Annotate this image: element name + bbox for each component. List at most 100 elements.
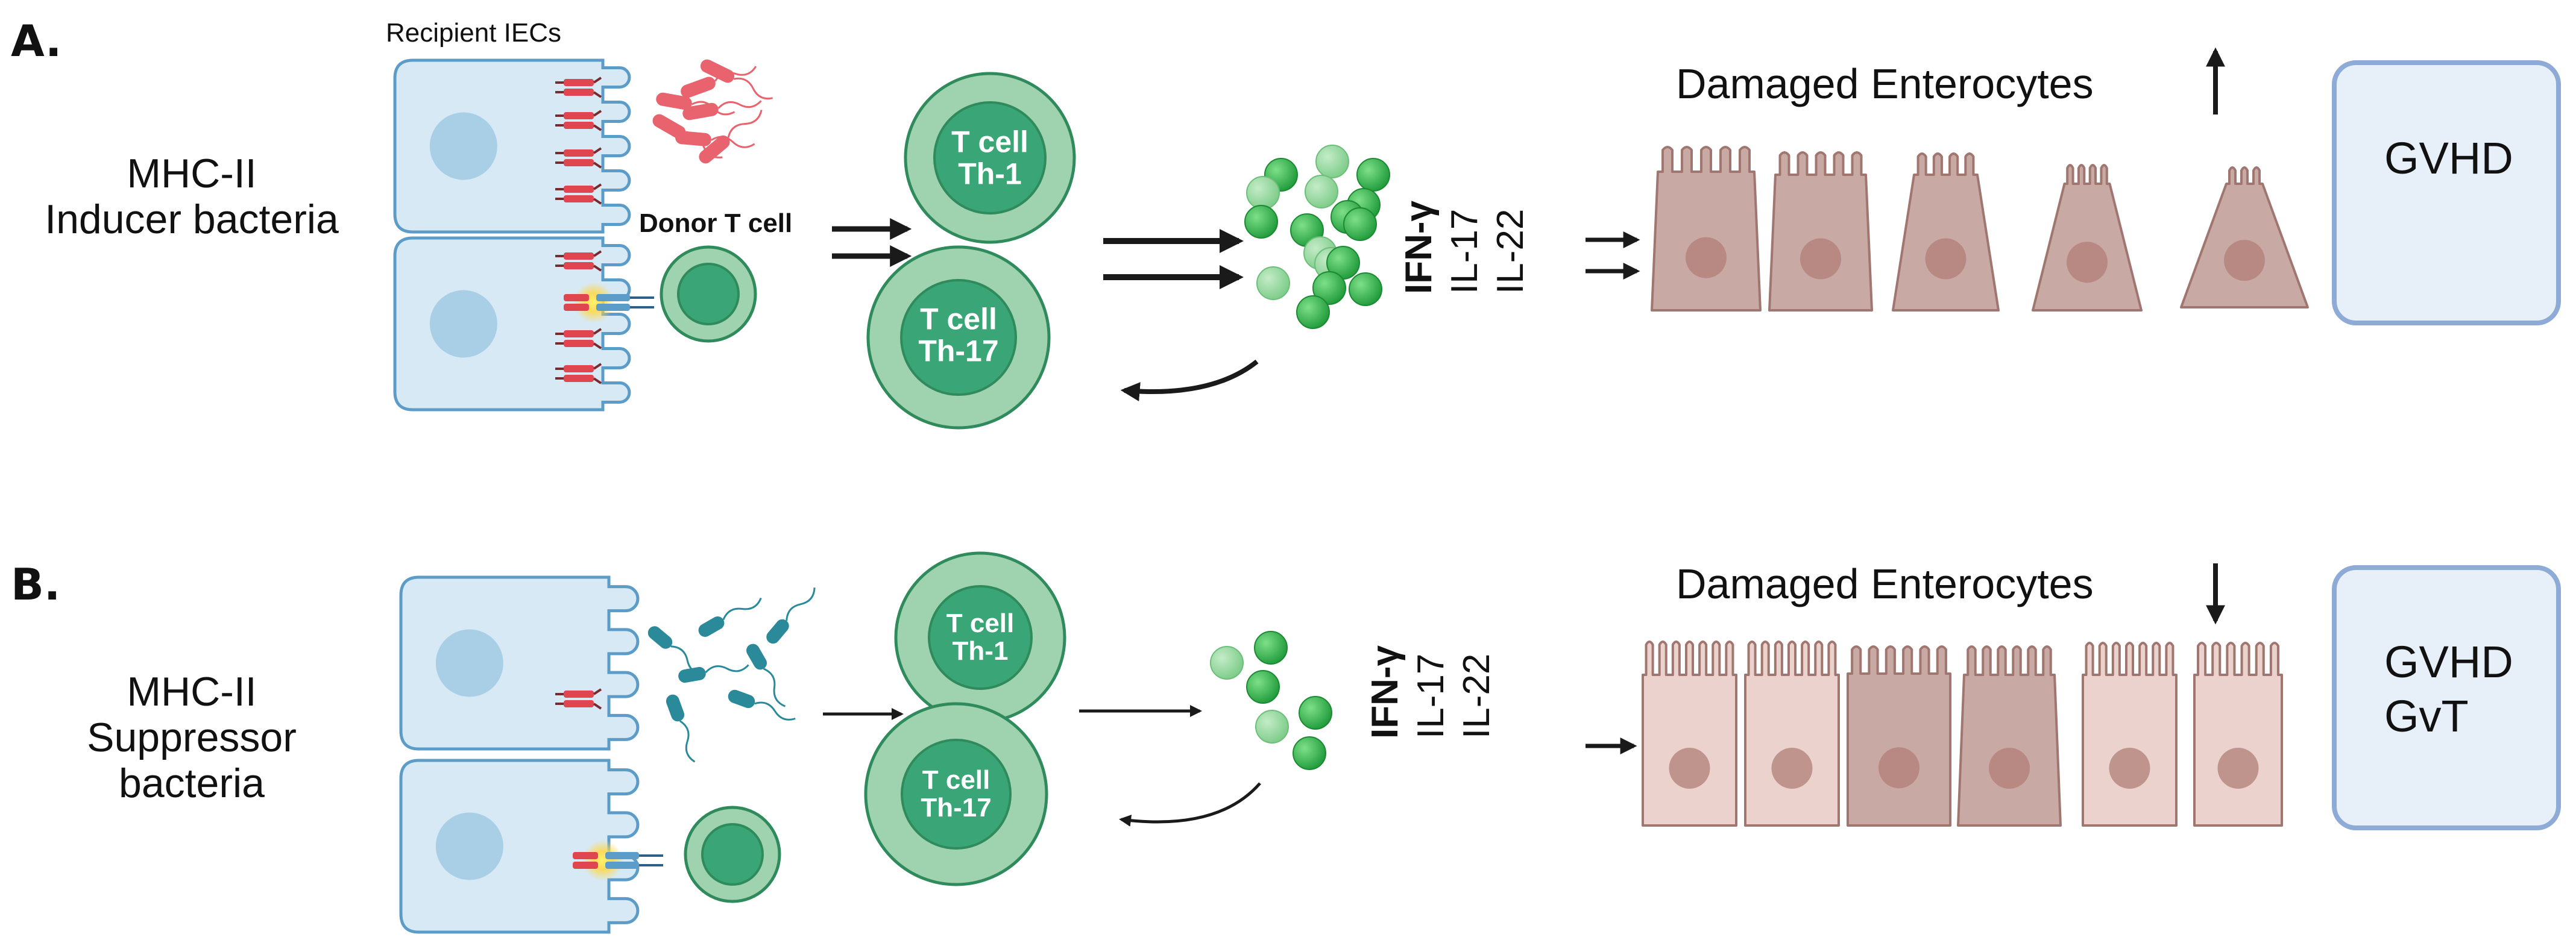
mhc-a-top-1-tip2 — [593, 124, 602, 131]
mhc-a-bot-1-tip2 — [593, 342, 602, 349]
iec-b-bottom — [399, 759, 639, 934]
suppressor-bacterium-2-body — [746, 644, 767, 670]
synapse-a — [564, 282, 654, 323]
mhc-a-bot-0 — [555, 250, 602, 272]
mhc-a-top-0 — [555, 77, 602, 98]
cytokine-bead-b-3 — [1299, 696, 1332, 730]
suppressor-bacterium-1 — [698, 597, 762, 637]
enterocyte-b-1-nucleus — [1669, 748, 1710, 789]
intestinal-epithelial-cells — [393, 58, 663, 934]
cytokine-bead-a-16 — [1296, 295, 1330, 329]
synapse-b — [573, 840, 663, 881]
enterocyte-a-5 — [2180, 166, 2309, 309]
mhc-a-bot-1-b — [564, 340, 594, 347]
enterocyte-a-1-nucleus — [1686, 237, 1727, 278]
inducer-bacterium-3 — [682, 100, 762, 121]
mhc-a-top-2-tip1 — [593, 147, 602, 154]
suppressor-bacterium-4-flagellum — [754, 701, 796, 721]
mhc-a-top-0-tip2 — [593, 91, 602, 98]
mhc-a-top-1-tip1 — [593, 110, 602, 117]
mhc-b-top-0 — [555, 688, 602, 710]
mhc-a-bot-2-tip1 — [593, 363, 602, 370]
enterocyte-b-4-nucleus — [1989, 748, 2030, 789]
mhc-a-top-3-b — [564, 195, 594, 202]
inducer-bacterium-1-body — [681, 77, 716, 98]
enterocyte-b-6 — [2193, 642, 2283, 827]
tcell-th1-label-a: T cell Th-1 — [951, 125, 1028, 190]
synapse-b-tcr-a — [605, 852, 639, 859]
iec-b-bottom-nucleus — [435, 812, 503, 880]
enterocyte-a-5-body — [2180, 166, 2309, 309]
suppressor-bacterium-4-body — [728, 689, 755, 709]
enterocyte-b-5-nucleus — [2109, 748, 2150, 789]
enterocyte-b-1-body — [1642, 640, 1737, 827]
mhc-a-bot-2-tip2 — [593, 377, 602, 384]
cytokine-bead-a-13 — [1256, 266, 1290, 300]
synapse-b-tcr-b — [605, 862, 639, 869]
feedback-arrow-a — [1120, 359, 1259, 402]
iec-a-bottom-nucleus — [429, 290, 497, 358]
suppressor-bacterium-1-body — [698, 616, 725, 637]
cytokine-bead-a-2 — [1356, 158, 1390, 192]
cytokine-bead-a-3 — [1246, 176, 1280, 210]
enterocyte-b-2 — [1744, 640, 1840, 827]
iec-a-top — [393, 58, 631, 234]
inducer-bacterium-3-body — [682, 102, 719, 121]
mhc-a-top-2-b — [564, 159, 594, 166]
tcell-th17-label-b: T cell Th-17 — [921, 765, 992, 822]
mhc-b-top-0-tip2 — [593, 703, 602, 710]
mhc-a-top-3-tip1 — [593, 183, 602, 190]
mhc-a-top-0-tip1 — [593, 77, 602, 84]
tcell-th1-a-nucleus — [933, 101, 1047, 215]
inducer-bacterium-0-body — [700, 59, 735, 83]
mhc-a-bot-2-a — [564, 365, 594, 372]
inducer-bacterium-6-body — [675, 131, 711, 146]
enterocyte-b-3 — [1847, 645, 1951, 827]
donor-t-cell-label: Donor T cell — [639, 208, 793, 238]
cytokine-bead-a-1 — [1315, 145, 1349, 178]
recipient-iec-label: Recipient IECs — [386, 18, 562, 48]
cytokine-bead-b-4 — [1255, 710, 1289, 744]
mhc-b-top-0-b — [564, 700, 594, 707]
suppressor-bacterium-3-body — [678, 666, 706, 683]
mhc-a-top-2 — [555, 147, 602, 169]
inducer-bacterium-6 — [675, 131, 755, 148]
inducer-bacterium-5 — [699, 110, 763, 164]
bacteria-group — [647, 59, 816, 763]
inducer-bacterium-1 — [681, 66, 757, 98]
tcell-th17-b-nucleus — [901, 739, 1012, 850]
suppressor-bacterium-5-body — [666, 694, 685, 722]
outcome-b-gvhd: GVHD — [2384, 637, 2513, 687]
inducer-bacterium-0-flagellum — [733, 77, 773, 99]
tcell-th17-a — [866, 245, 1051, 430]
tcell-th1-label-b: T cell Th-1 — [946, 608, 1015, 666]
outcome-box-b — [2332, 565, 2561, 830]
synapse-b-mhc-a — [573, 852, 598, 859]
mhc-b-top-0-tip1 — [593, 688, 602, 695]
enterocyte-b-2-nucleus — [1771, 748, 1813, 789]
enterocyte-a-3 — [1892, 152, 2000, 312]
suppressor-bacterium-5-flagellum — [679, 720, 696, 763]
enterocyte-b-2-body — [1744, 640, 1840, 827]
mhc-a-top-2-tip2 — [593, 161, 602, 169]
tcell-th17-label-a: T cell Th-17 — [918, 302, 999, 368]
enterocyte-b-6-nucleus — [2217, 748, 2259, 789]
suppressor-bacterium-1-flagellum — [722, 597, 762, 621]
inducer-bacterium-0 — [700, 59, 773, 99]
outcome-b-gvt: GvT — [2384, 691, 2469, 741]
condition-b-text: MHC-II Suppressor bacteria — [87, 669, 297, 807]
iec-b-top-nucleus — [435, 629, 503, 697]
inducer-bacterium-1-flagellum — [714, 66, 757, 82]
mhc-a-bot-0-tip1 — [593, 250, 602, 257]
damaged-enterocytes-title-b: Damaged Enterocytes — [1676, 560, 2094, 607]
cytokine-bead-a-9 — [1343, 207, 1377, 241]
inducer-bacterium-2-body — [656, 92, 692, 110]
mhc-a-top-1-a — [564, 112, 594, 119]
tcell-th1-b — [894, 551, 1066, 724]
suppressor-bacterium-6-body — [766, 619, 789, 644]
synapse-b-glow — [582, 840, 623, 881]
suppressor-bacterium-3-flagellum — [705, 664, 749, 674]
synapse-b-mhc-b — [573, 862, 598, 869]
